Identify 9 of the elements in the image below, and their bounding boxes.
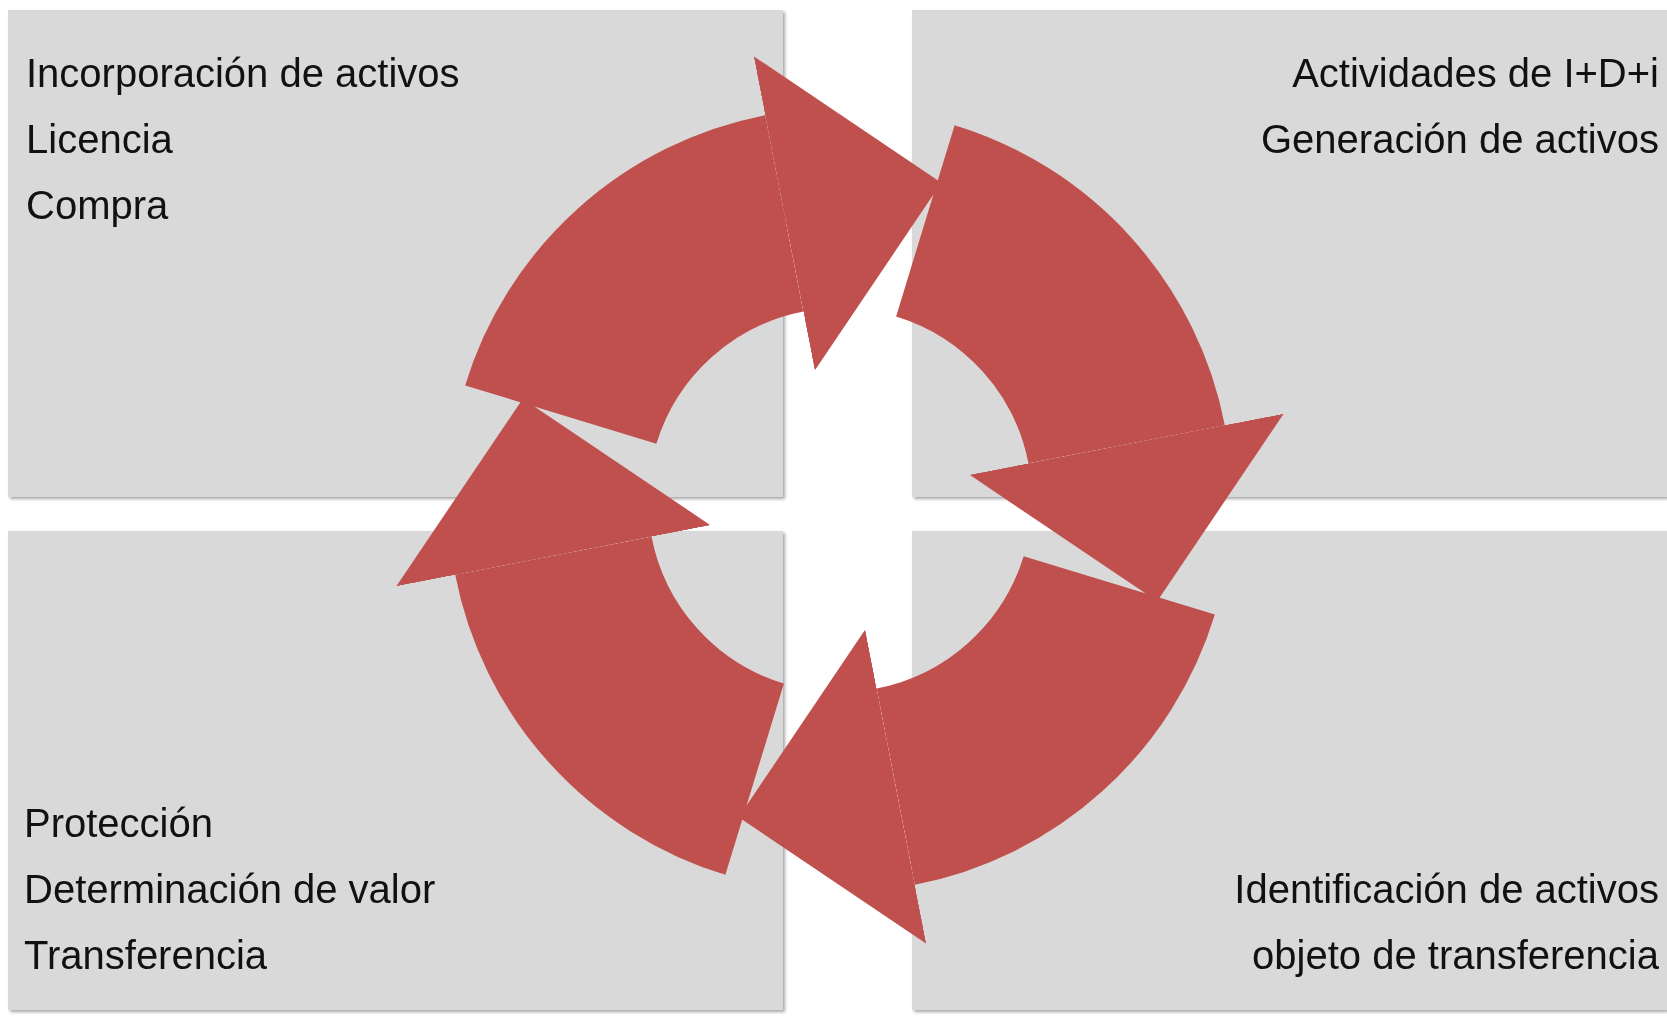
panel-text: Determinación de valor: [24, 866, 436, 913]
panel-text: Generación de activos: [1261, 116, 1659, 163]
panel-text: Licencia: [26, 116, 173, 163]
panel-text: Actividades de I+D+i: [1292, 50, 1659, 97]
panel-text: Protección: [24, 800, 213, 847]
panel-text: Incorporación de activos: [26, 50, 460, 97]
panel-text: Identificación de activos objeto de transferencia: [1233, 866, 1659, 979]
panel-text: Transferencia: [24, 932, 268, 979]
panel-text: Compra: [26, 182, 169, 229]
